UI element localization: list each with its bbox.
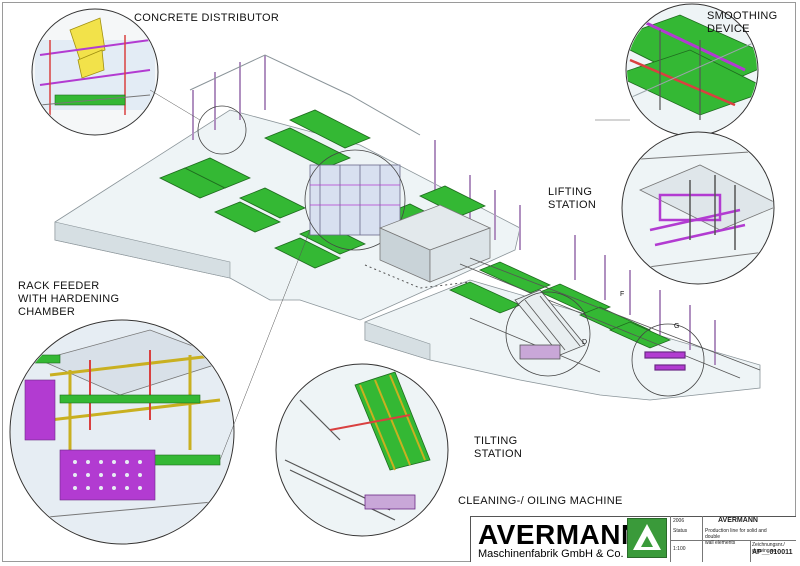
rack-feeder-callout-ring — [304, 149, 406, 251]
callout-concrete-distributor — [31, 8, 159, 136]
label-tilting-station: TILTING STATION — [474, 435, 523, 460]
label-cleaning-oiling: CLEANING-/ OILING MACHINE — [458, 495, 623, 507]
title-block-divider — [670, 516, 671, 562]
marker-g: G — [674, 323, 680, 330]
company-name: AVERMANN — [478, 519, 642, 550]
conveyor-line — [448, 261, 672, 349]
tb-year: 2006 — [673, 518, 685, 524]
callout-smoothing-device — [625, 3, 759, 137]
title-block-divider — [702, 516, 703, 562]
tilting-station — [514, 289, 586, 360]
smoothing-mini — [644, 351, 686, 371]
callout-tilting-cleaning — [275, 363, 449, 537]
distributor-callout-ring — [197, 105, 247, 155]
label-rack-feeder: RACK FEEDER WITH HARDENING CHAMBER — [18, 280, 120, 318]
company-subtitle: Maschinenfabrik GmbH & Co. KG — [478, 548, 643, 560]
marker-d: D — [582, 339, 588, 346]
smoothing-callout-ring — [631, 323, 705, 397]
tb-drawing-no: AP__010011 — [752, 549, 793, 556]
lifting-station-block — [378, 204, 492, 283]
label-smoothing-device: SMOOTHING DEVICE — [707, 10, 778, 35]
tb-drawing-no-label: Zeichnungsnr./ drawing no. — [752, 542, 785, 554]
label-lifting-station: LIFTING STATION — [548, 186, 597, 211]
tb-scale: 1:100 — [673, 546, 686, 552]
tb-status: Status — [673, 528, 688, 534]
marker-f: F — [620, 291, 625, 298]
leader-lines — [149, 89, 630, 461]
company-logo — [627, 518, 667, 558]
callout-lifting-station — [621, 131, 775, 285]
logo-inner-triangle-icon — [641, 536, 653, 547]
main-platform-edge — [54, 221, 231, 279]
rack-feeder-structure — [309, 164, 401, 236]
title-block-divider — [670, 540, 796, 541]
title-block-divider — [750, 540, 751, 562]
tb-small-company: AVERMANN — [718, 517, 758, 524]
rear-wall — [189, 54, 421, 136]
rear-columns — [192, 55, 716, 365]
tilting-callout-ring — [505, 291, 591, 377]
tb-description: Production line for solid and double wal… — [705, 528, 767, 546]
lower-platform-edge — [364, 321, 431, 361]
label-concrete-distributor: CONCRETE DISTRIBUTOR — [134, 12, 280, 24]
callout-rack-feeder — [9, 319, 235, 545]
